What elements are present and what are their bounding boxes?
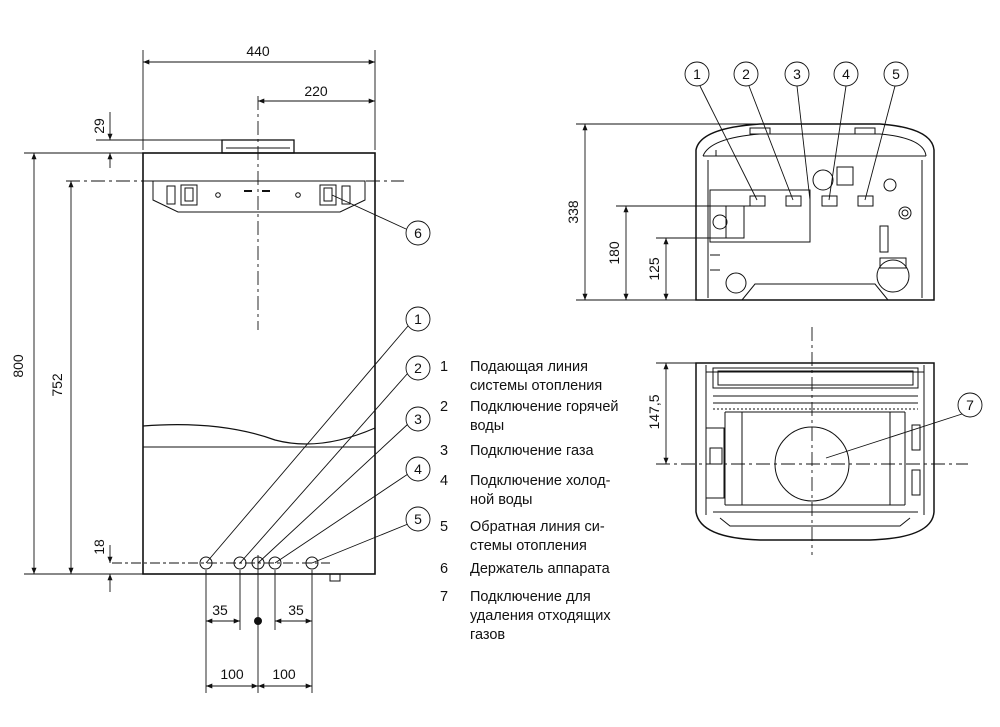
legend-num: 1 (440, 359, 449, 375)
legend-line: Подключение для (470, 589, 591, 605)
callout-6-circle (405, 220, 431, 246)
legend-line: воды (470, 418, 505, 434)
top-view-dimensions (656, 362, 983, 464)
top-view-labels: 147,5 7 (646, 394, 974, 429)
top-view (656, 327, 968, 555)
legend-num: 5 (440, 519, 449, 535)
callout-5: 5 (414, 511, 422, 527)
legend-line: Подключение горячей (470, 399, 619, 415)
boiler-body (142, 152, 376, 575)
dim-pipe-spacing-right: 35 (288, 602, 304, 618)
dim-flue-offset: 147,5 (646, 394, 662, 429)
top-callout-1-circle (684, 61, 710, 87)
legend-line: удаления отходящих (470, 608, 611, 624)
top-callout-4: 4 (842, 66, 850, 82)
top-callout-1: 1 (693, 66, 701, 82)
dim-height-total: 800 (10, 354, 26, 378)
top-callout-3: 3 (793, 66, 801, 82)
dim-height-mount: 752 (49, 373, 65, 397)
callout-4: 4 (414, 461, 422, 477)
legend-text: Подающая линия системы отопления (470, 358, 640, 396)
callout-2-circle (405, 355, 431, 381)
bottom-view-callout-numbers: 1 2 3 4 5 (693, 66, 900, 82)
mounting-bracket (152, 180, 366, 213)
legend-num: 4 (440, 473, 449, 489)
legend-num: 6 (440, 561, 449, 577)
front-dimensions (24, 50, 376, 689)
dim-pipe-outer-left: 100 (220, 666, 244, 682)
front-view (66, 96, 404, 693)
top-callout-5-circle (883, 61, 909, 87)
legend-line: Держатель аппарата (470, 561, 610, 577)
legend-num: 3 (440, 443, 449, 459)
callout-7: 7 (966, 397, 974, 413)
legend-line: Обратная линия си- (470, 519, 605, 535)
dim-top-view-mid: 180 (606, 241, 622, 265)
bottom-view-outline (695, 123, 935, 301)
legend-num: 2 (440, 399, 449, 415)
callout-7-circle (957, 392, 983, 418)
legend-line: Подающая линия (470, 359, 588, 375)
bottom-view-dimension-labels: 338 180 125 (565, 200, 662, 281)
top-callout-2-circle (733, 61, 759, 87)
legend-text: Подключение газа (470, 442, 640, 461)
dim-top-view-depth: 338 (565, 200, 581, 224)
legend-line: стемы отопления (470, 538, 587, 554)
dim-width-half: 220 (304, 83, 328, 99)
top-callout-4-circle (833, 61, 859, 87)
callout-3-circle (405, 406, 431, 432)
top-callout-2: 2 (742, 66, 750, 82)
legend-text: Подключение холод- ной воды (470, 472, 640, 510)
legend-text: Держатель аппарата (470, 560, 640, 579)
front-dimension-labels: 440 220 29 800 752 18 35 35 100 100 (10, 43, 328, 682)
front-callouts (205, 194, 431, 564)
legend-line: Подключение холод- (470, 473, 611, 489)
callout-4-circle (405, 456, 431, 482)
top-callout-5: 5 (892, 66, 900, 82)
bottom-view-callouts (684, 61, 909, 201)
legend-line: системы отопления (470, 378, 603, 394)
top-callout-3-circle (784, 61, 810, 87)
legend-line: газов (470, 627, 506, 643)
front-callout-numbers: 1 2 3 4 5 6 (414, 225, 422, 527)
legend-line: Подключение газа (470, 443, 594, 459)
bottom-view-dimensions (576, 123, 760, 301)
legend-text: Обратная линия си- стемы отопления (470, 518, 640, 556)
callout-1-circle (405, 306, 431, 332)
top-view-outline (695, 362, 935, 541)
legend-text: Подключение для удаления отходящих газов (470, 588, 640, 645)
legend-line: ной воды (470, 492, 533, 508)
callout-5-circle (405, 506, 431, 532)
dim-top-view-low: 125 (646, 257, 662, 281)
dim-pipe-outer-right: 100 (272, 666, 296, 682)
dim-width-total: 440 (246, 43, 270, 59)
dim-bottom-offset: 18 (91, 539, 107, 555)
dim-top-offset: 29 (91, 118, 107, 134)
legend-text: Подключение горячей воды (470, 398, 640, 436)
callout-3: 3 (414, 411, 422, 427)
callout-2: 2 (414, 360, 422, 376)
legend-num: 7 (440, 589, 449, 605)
callout-6: 6 (414, 225, 422, 241)
dim-pipe-spacing-left: 35 (212, 602, 228, 618)
front-panel-curve (142, 424, 376, 445)
callout-1: 1 (414, 311, 422, 327)
